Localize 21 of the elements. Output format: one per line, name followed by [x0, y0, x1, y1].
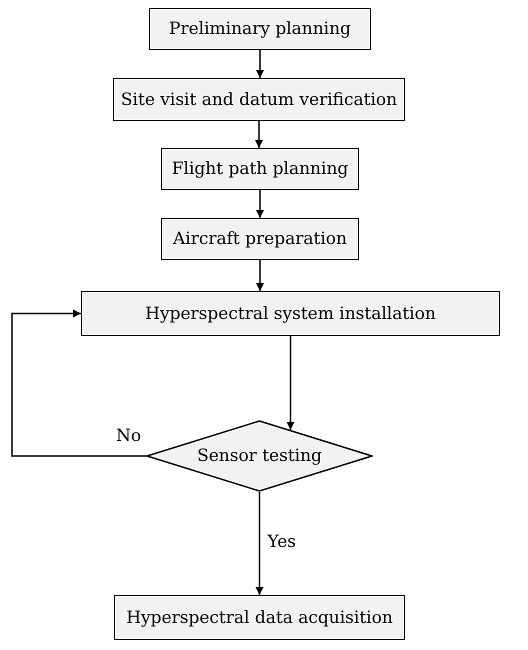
- node-label: Site visit and datum verification: [120, 90, 398, 110]
- node-label: Aircraft preparation: [173, 229, 347, 249]
- process-box: [149, 8, 371, 50]
- process-box: [114, 595, 405, 640]
- node-label: Sensor testing: [197, 446, 322, 466]
- process-box: [161, 148, 359, 190]
- node-label: Preliminary planning: [169, 19, 351, 39]
- node-label: Hyperspectral system installation: [145, 304, 436, 324]
- arrow: [256, 492, 264, 595]
- node-label: Hyperspectral data acquisition: [126, 608, 393, 628]
- arrow: [255, 121, 263, 148]
- decision-diamond: [146, 420, 373, 492]
- arrow: [286, 336, 294, 430]
- arrow: [256, 190, 264, 218]
- process-box: [113, 78, 405, 121]
- process-box: [81, 291, 500, 336]
- process-box: [161, 218, 359, 260]
- arrow: [11, 310, 146, 457]
- node-label: Flight path planning: [172, 159, 348, 179]
- arrow: [256, 50, 264, 78]
- arrow: [256, 260, 264, 291]
